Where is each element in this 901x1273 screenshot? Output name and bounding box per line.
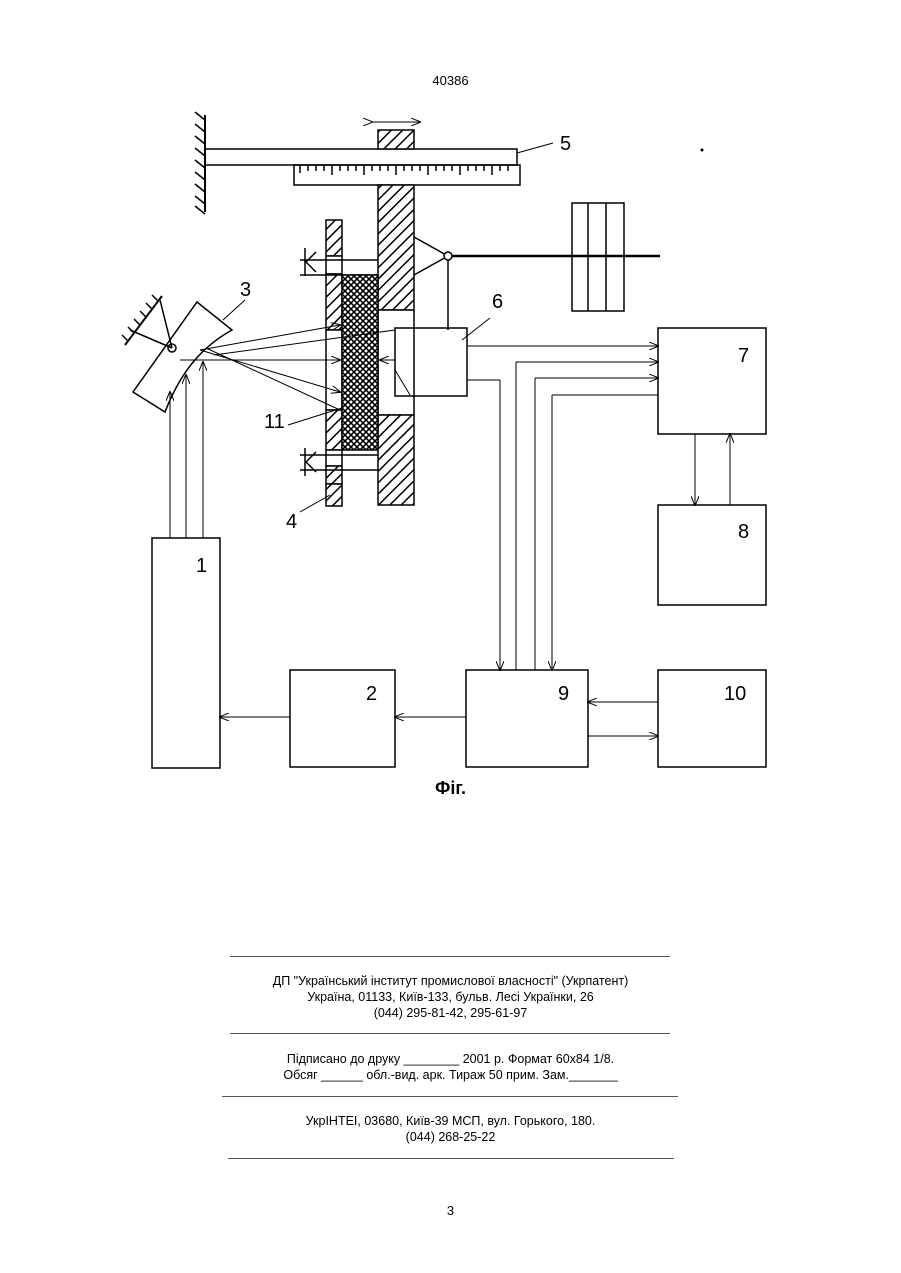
figure-caption: Фіг.	[0, 778, 901, 799]
printer-line: (044) 268-25-22	[0, 1129, 901, 1145]
apparatus-diagram: 1 2 3 4 5 6 7 8 9 10 11	[0, 0, 901, 800]
print-info-line: Обсяг ______ обл.-вид. арк. Тираж 50 при…	[0, 1067, 901, 1083]
guide-rail	[205, 149, 517, 165]
divider	[222, 1096, 678, 1097]
block-7	[658, 328, 766, 434]
print-info-line: Підписано до друку ________ 2001 р. Форм…	[0, 1051, 901, 1067]
label-9: 9	[558, 683, 569, 705]
publisher-line: ДП "Український інститут промислової вла…	[0, 973, 901, 989]
column-lower	[378, 415, 414, 505]
sample-specimen	[342, 275, 378, 450]
label-4: 4	[286, 511, 297, 533]
column-upper	[378, 185, 414, 310]
block-8	[658, 505, 766, 605]
printer-block: УкрІНТЕІ, 03680, Київ-39 МСП, вул. Горьк…	[0, 1113, 901, 1145]
scale-ruler	[294, 165, 520, 185]
publisher-block: ДП "Український інститут промислової вла…	[0, 973, 901, 1021]
block-2	[290, 670, 395, 767]
label-8: 8	[738, 521, 749, 543]
divider	[230, 956, 670, 957]
label-11: 11	[264, 411, 285, 433]
print-info-block: Підписано до друку ________ 2001 р. Форм…	[0, 1051, 901, 1083]
printer-line: УкрІНТЕІ, 03680, Київ-39 МСП, вул. Горьк…	[0, 1113, 901, 1129]
block-1-laser	[152, 538, 220, 768]
divider	[230, 1033, 670, 1034]
wall-mount	[195, 112, 205, 214]
page-number: 3	[0, 1203, 901, 1218]
signal-lines	[220, 346, 730, 736]
label-1: 1	[196, 555, 207, 577]
label-10: 10	[724, 683, 746, 705]
label-7: 7	[738, 345, 749, 367]
block-10	[658, 670, 766, 767]
label-5: 5	[560, 133, 571, 155]
divider	[228, 1158, 674, 1159]
label-6: 6	[492, 291, 503, 313]
carriage-top	[378, 130, 414, 149]
publisher-line: (044) 295-81-42, 295-61-97	[0, 1005, 901, 1021]
label-2: 2	[366, 683, 377, 705]
label-3: 3	[240, 279, 251, 301]
publisher-line: Україна, 01133, Київ-133, бульв. Лесі Ук…	[0, 989, 901, 1005]
block-9-controller	[466, 670, 588, 767]
